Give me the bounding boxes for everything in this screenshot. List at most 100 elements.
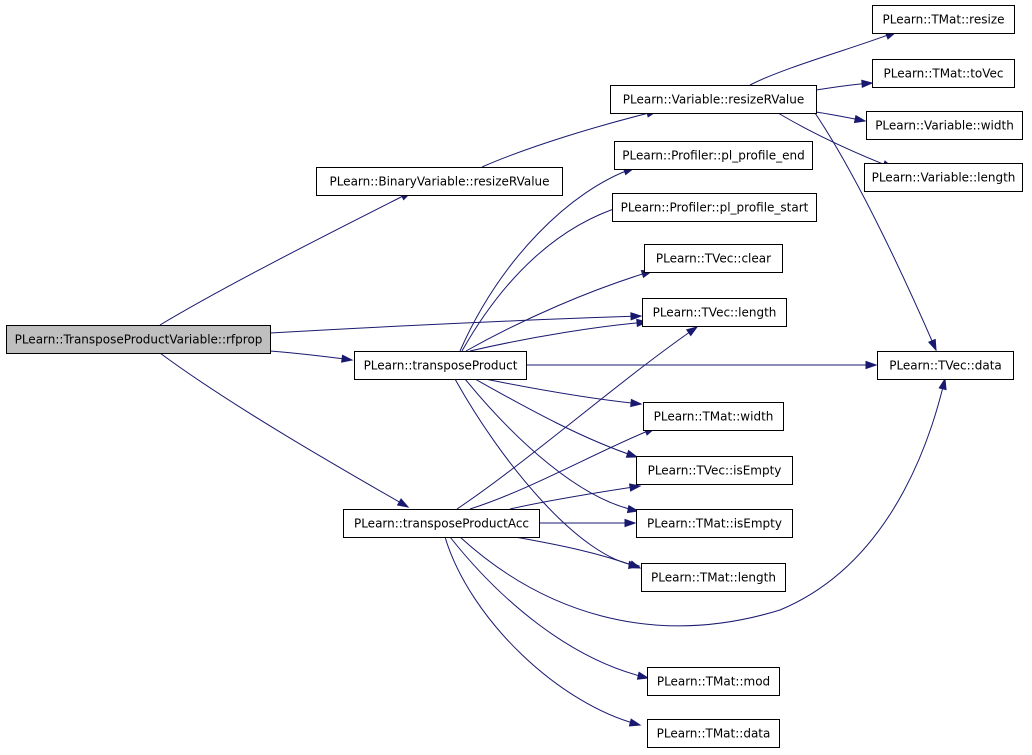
edge-line [461,205,624,352]
edge-tp-to-tvecclear [465,270,654,352]
edge-tpacc-to-tmatmod [449,536,650,680]
node-label: PLearn::BinaryVariable::resizeRValue [329,175,549,189]
edge-arrowhead [625,449,639,458]
edge-arrowhead [630,312,643,321]
node-label: PLearn::TVec::data [889,359,1002,373]
edge-tpacc-to-tvecisempty [509,483,642,510]
edge-line [814,112,937,351]
edge-arrowhead [938,377,947,391]
node-box [636,509,793,538]
node-label: PLearn::TMat::mod [657,675,770,689]
node-tmatdata[interactable]: PLearn::TMat::data [647,719,780,748]
edge-arrowhead [628,483,642,492]
edge-line [469,427,656,510]
edge-line [469,321,648,352]
edge-line [509,485,641,510]
node-label: PLearn::TMat::data [657,727,771,741]
node-box [864,163,1023,192]
node-box [642,298,787,327]
node-label: PLearn::transposeProductAcc [354,517,529,531]
node-box [866,111,1023,140]
call-edges [159,31,947,727]
node-profstart[interactable]: PLearn::Profiler::pl_profile_start [612,193,817,222]
edge-root-to-tp [269,350,354,363]
node-varres[interactable]: PLearn::Variable::resizeRValue [610,85,817,114]
node-label: PLearn::transposeProduct [364,359,518,373]
node-box [614,141,813,170]
node-box [647,719,780,748]
edge-line [459,167,635,352]
edge-tp-to-tmatisempty [464,378,640,514]
edge-line [484,378,642,405]
node-tmatisempty[interactable]: PLearn::TMat::isEmpty [636,509,793,538]
edge-tp-to-tmatwidth [484,378,643,408]
edge-varres-to-tmattovec [815,79,874,91]
edge-tp-to-profstart [461,205,625,352]
edge-varres-to-tvecdata [814,112,937,352]
node-tvecdata[interactable]: PLearn::TVec::data [877,351,1014,380]
node-box [877,351,1014,380]
edge-line [749,31,897,86]
edge-tpacc-to-tmatwidth [469,427,657,510]
node-tvecisempty[interactable]: PLearn::TVec::isEmpty [636,456,793,485]
node-box [641,563,786,592]
edge-arrowhead [636,671,650,680]
node-box [647,667,780,696]
edge-tp-to-tvecdata [526,360,878,370]
edge-line [459,378,946,627]
edge-line [481,110,658,168]
node-label: PLearn::TVec::isEmpty [648,464,782,478]
edge-tp-to-tvecisempty [474,378,639,458]
edge-tp-to-tveclength [469,318,649,352]
edge-line [159,191,412,326]
edge-root-to-tveclength [269,312,643,334]
node-box [644,244,783,273]
node-box [872,5,1015,34]
node-label: PLearn::TMat::length [651,571,776,585]
node-tmatlength[interactable]: PLearn::TMat::length [641,563,786,592]
node-tmatresize[interactable]: PLearn::TMat::resize [872,5,1015,34]
edge-root-to-tpacc [159,352,410,508]
node-varlength[interactable]: PLearn::Variable::length [864,163,1023,192]
node-tvecclear[interactable]: PLearn::TVec::clear [644,244,783,273]
node-label: PLearn::TMat::width [654,410,774,424]
edge-line [269,315,642,334]
edge-tp-to-tmatlength [454,378,641,570]
node-tmatmod[interactable]: PLearn::TMat::mod [647,667,780,696]
node-profend[interactable]: PLearn::Profiler::pl_profile_end [614,141,813,170]
node-tpacc[interactable]: PLearn::transposeProductAcc [343,509,540,538]
edge-line [474,378,638,458]
node-label: PLearn::TVec::clear [656,252,771,266]
node-tp[interactable]: PLearn::transposeProduct [354,351,527,380]
edge-arrowhead [396,498,410,508]
edge-root-to-binres [159,191,413,326]
node-tmattovec[interactable]: PLearn::TMat::toVec [872,59,1015,88]
node-root[interactable]: PLearn::TransposeProductVariable::rfprop [6,325,271,354]
edge-arrowhead [685,326,699,337]
node-binres[interactable]: PLearn::BinaryVariable::resizeRValue [316,167,563,196]
node-label: PLearn::Profiler::pl_profile_start [621,201,809,215]
node-tveclength[interactable]: PLearn::TVec::length [642,298,787,327]
node-label: PLearn::TMat::toVec [884,67,1004,81]
call-nodes: PLearn::TransposeProductVariable::rfprop… [6,5,1023,748]
edge-line [269,350,353,361]
edge-tpacc-to-tveclength [456,326,699,510]
node-box [316,167,563,196]
node-varwidth[interactable]: PLearn::Variable::width [866,111,1023,140]
node-label: PLearn::TransposeProductVariable::rfprop [15,333,263,347]
edge-line [777,112,894,169]
edge-arrowhead [865,360,878,370]
edge-arrowhead [626,504,640,514]
edge-line [456,326,698,510]
edge-arrowhead [853,114,867,124]
edge-tpacc-to-tmatlength [514,536,642,569]
node-label: PLearn::TMat::resize [882,13,1004,27]
edge-line [465,270,653,352]
node-label: PLearn::Profiler::pl_profile_end [622,149,804,163]
node-label: PLearn::Variable::length [872,171,1016,185]
edge-line [159,352,409,508]
node-tmatwidth[interactable]: PLearn::TMat::width [643,402,784,431]
node-box [643,402,784,431]
edge-tpacc-to-tmatisempty [538,518,637,528]
edge-varres-to-varwidth [815,111,867,124]
